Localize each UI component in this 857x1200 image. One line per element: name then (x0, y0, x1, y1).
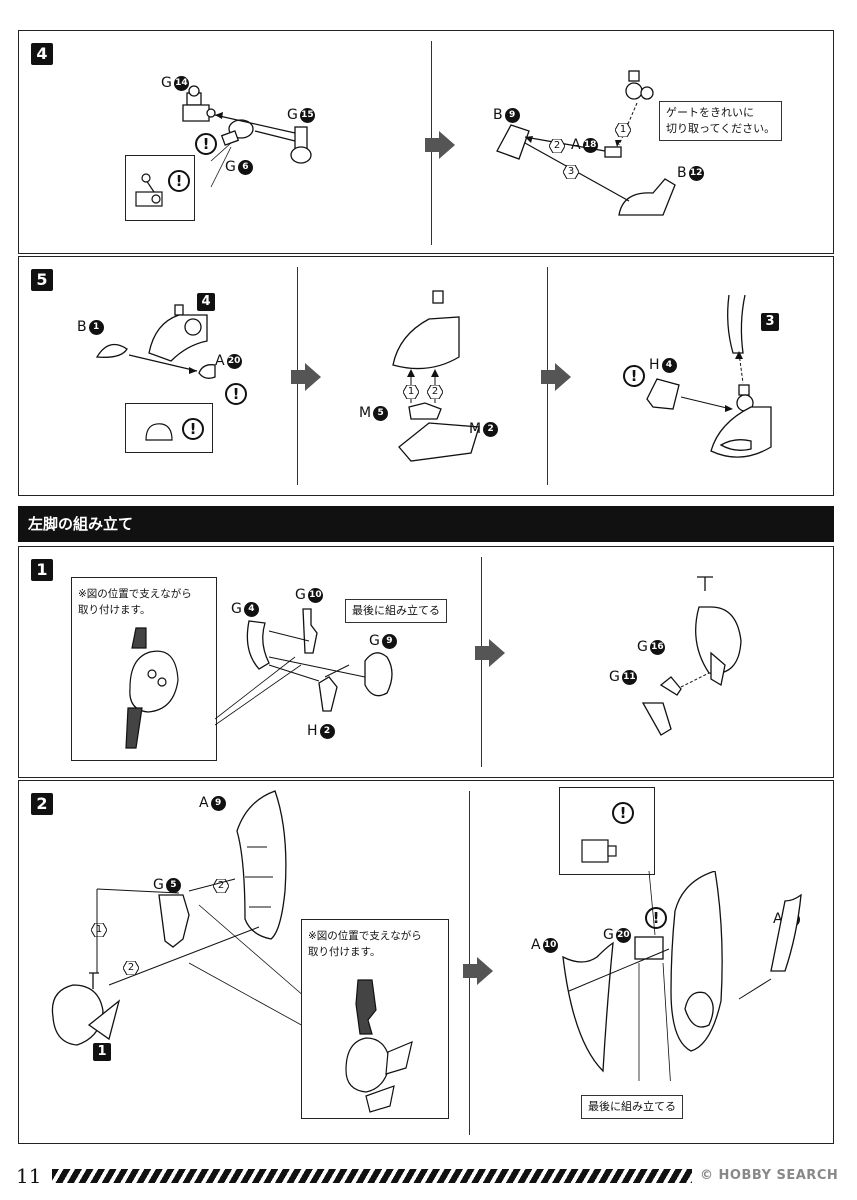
order-marker-1: 1 (91, 923, 107, 937)
warning-icon: ! (645, 907, 667, 929)
support-note: ※図の位置で支えながら 取り付けます。 (308, 930, 422, 958)
panel-divider (481, 557, 482, 767)
left2-result-drawing (562, 871, 802, 1081)
final-assembly-note: 最後に組み立てる (345, 599, 447, 623)
warning-icon: ! (195, 133, 217, 155)
step-number: 1 (31, 559, 53, 581)
support-note-inset: ※図の位置で支えながら 取り付けます。 (71, 577, 217, 761)
order-marker-1: 1 (403, 385, 419, 399)
zoom-lines (215, 656, 302, 726)
step-number: 4 (31, 43, 53, 65)
support-note: ※図の位置で支えながら 取り付けます。 (78, 588, 192, 616)
order-marker-3: 3 (563, 165, 579, 179)
step4-right-parts-drawing (496, 70, 676, 216)
next-step-arrow (475, 639, 505, 667)
order-marker-2: 2 (123, 961, 139, 975)
footer-stripe-bar (52, 1169, 692, 1183)
detail-inset: ! (125, 403, 213, 453)
panel-divider (469, 791, 470, 1135)
ref-step-3: 3 (761, 313, 779, 331)
warning-icon: ! (182, 418, 204, 440)
ref-step-4: 4 (197, 293, 215, 311)
support-note-inset: ※図の位置で支えながら 取り付けます。 (301, 919, 449, 1119)
order-marker-2: 2 (213, 879, 229, 893)
final-assembly-note: 最後に組み立てる (581, 1095, 683, 1119)
step4-left-parts-drawing (182, 85, 312, 188)
left1-result-drawing (641, 576, 742, 736)
ref-step-1: 1 (93, 1043, 111, 1061)
detail-drawing (135, 173, 163, 207)
step-number: 5 (31, 269, 53, 291)
support-drawing (345, 979, 413, 1113)
next-step-arrow (463, 957, 493, 985)
warning-icon: ! (623, 365, 645, 387)
detail-inset: ! (559, 787, 655, 875)
step-number: 2 (31, 793, 53, 815)
order-marker-2: 2 (549, 139, 565, 153)
left1-parts-drawing (246, 608, 393, 712)
warning-icon: ! (612, 802, 634, 824)
detail-drawing (581, 839, 617, 863)
step5-middle-drawing (392, 290, 480, 462)
next-step-arrow (425, 131, 455, 159)
step5-right-drawing (646, 294, 772, 458)
order-marker-2: 2 (427, 385, 443, 399)
support-drawing (125, 627, 179, 749)
detail-inset: ! (125, 155, 195, 221)
warning-icon: ! (168, 170, 190, 192)
detail-drawing (145, 423, 173, 441)
step5-first-drawing (95, 304, 216, 379)
next-step-arrow (291, 363, 321, 391)
order-marker-1: 1 (615, 123, 631, 137)
left2-parts-drawing (51, 790, 306, 1046)
warning-icon: ! (225, 383, 247, 405)
watermark: © HOBBY SEARCH (700, 1168, 839, 1183)
page-number: 11 (16, 1164, 42, 1188)
gate-note: ゲートをきれいに 切り取ってください。 (659, 101, 783, 141)
next-step-arrow (541, 363, 571, 391)
section-title-left-leg: 左脚の組み立て (18, 506, 834, 542)
